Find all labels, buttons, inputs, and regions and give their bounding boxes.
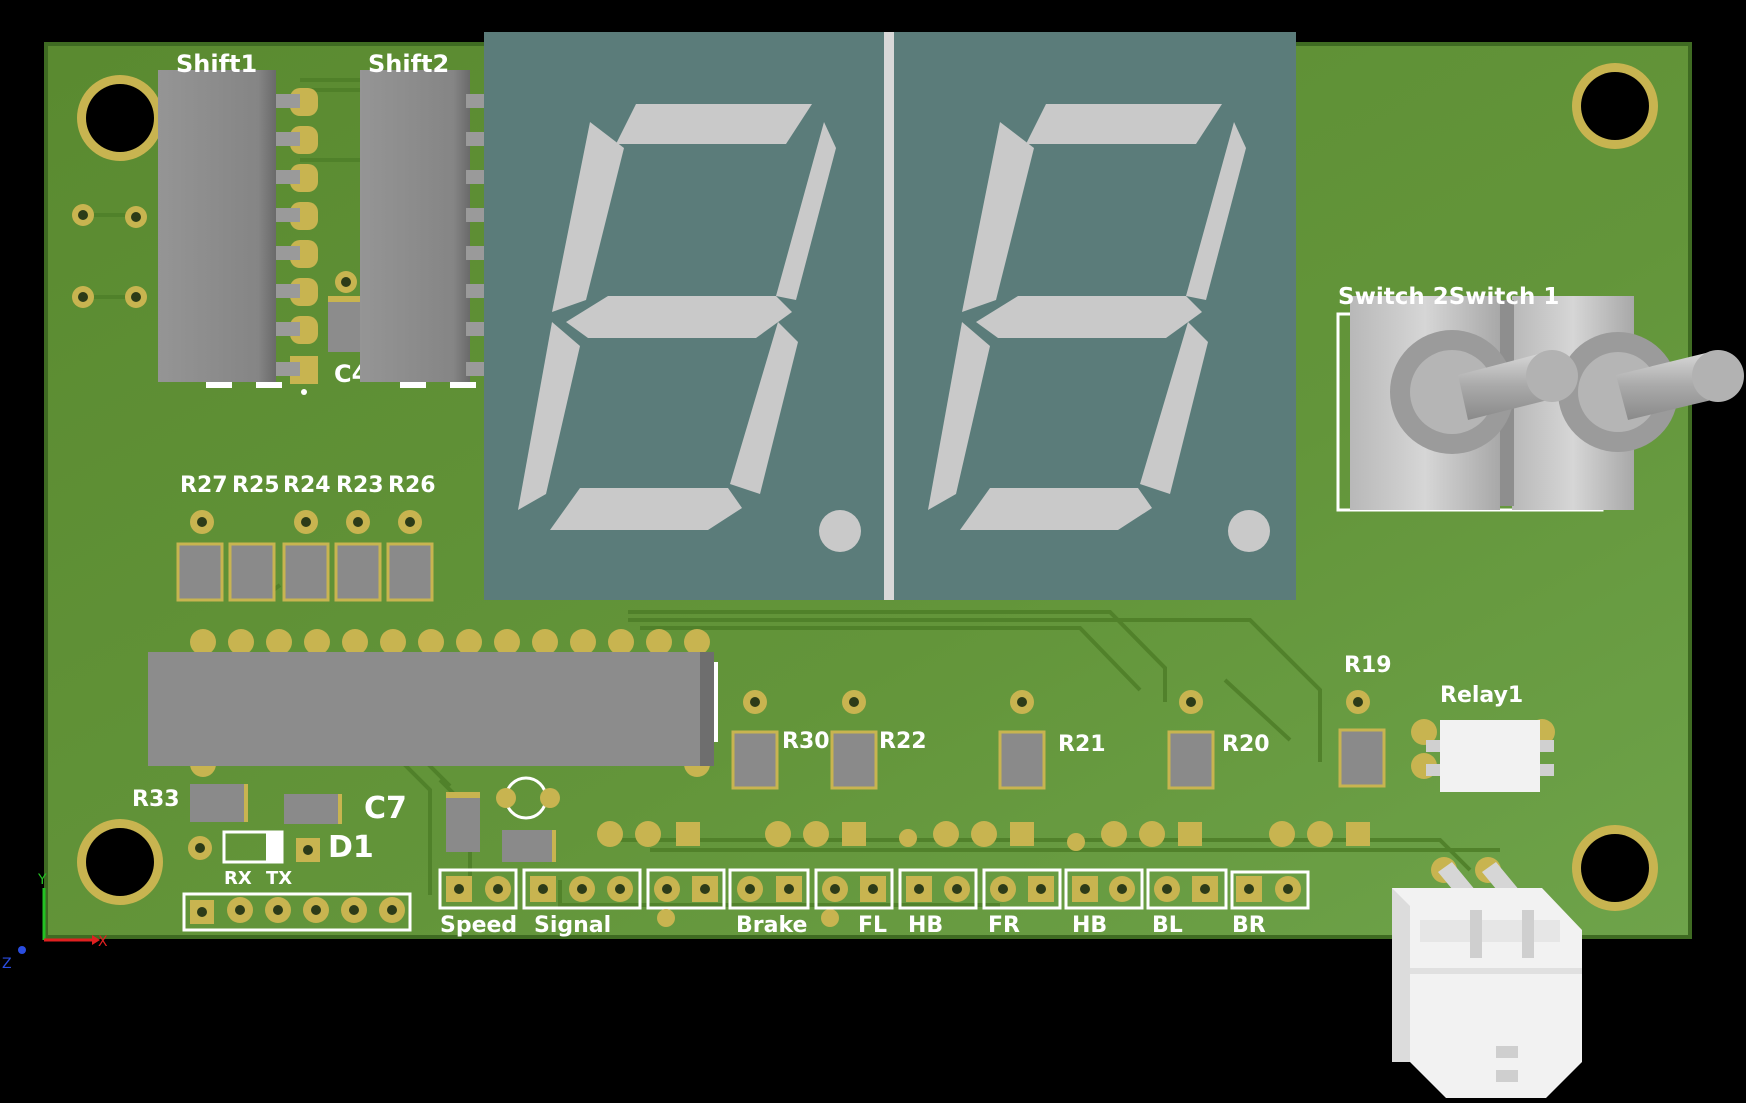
fl-label: FL [858, 913, 887, 938]
digit-1-segments [518, 104, 861, 552]
signal-label: Signal [534, 913, 611, 938]
switch-labels: Switch 2Switch 1 [1338, 284, 1559, 310]
r27-label: R27 [180, 473, 228, 498]
r22-label: R22 [879, 729, 927, 754]
connector-brake-a[interactable] [646, 868, 726, 927]
connector-hb-1[interactable]: HB [898, 868, 978, 938]
transistor[interactable] [446, 776, 560, 862]
r26-label: R26 [388, 473, 436, 498]
connector-speed[interactable]: Speed [438, 868, 518, 938]
axis-z-label: Z [2, 956, 12, 972]
resistor-r23[interactable] [334, 510, 382, 602]
brake-label: Brake [736, 913, 807, 938]
pad-row [597, 821, 1370, 851]
connector-br[interactable]: BR [1230, 870, 1310, 938]
r25-label: R25 [232, 473, 280, 498]
resistor-r24[interactable] [282, 510, 330, 602]
hb2-label: HB [1072, 913, 1107, 938]
capacitor-c7[interactable]: C7 [284, 791, 407, 826]
connector-hb-2[interactable]: HB [1064, 868, 1144, 938]
br-label: BR [1232, 913, 1266, 938]
rx-label: RX [224, 868, 252, 889]
r30-label: R30 [782, 729, 830, 754]
axis-y-label: Y [37, 872, 47, 888]
connector-bl[interactable]: BL [1146, 868, 1228, 938]
connector-brake-b[interactable]: Brake [728, 868, 839, 938]
relay-icon[interactable]: Relay1 [1411, 683, 1555, 792]
connector-icon[interactable] [1392, 857, 1582, 1098]
speed-label: Speed [440, 913, 517, 938]
toggle-switch-icon[interactable]: Switch 2Switch 1 [1336, 284, 1744, 512]
hb1-label: HB [908, 913, 943, 938]
serial-header[interactable] [182, 892, 412, 932]
mounting-hole-icon [77, 75, 163, 161]
seven-segment-display-icon[interactable] [484, 32, 1296, 600]
axis-x-label: X [98, 934, 108, 950]
resistor-r26[interactable] [386, 510, 434, 602]
shift2-label: Shift2 [368, 50, 449, 78]
shift1-chip[interactable]: Shift1 [158, 50, 318, 395]
r19-label: R19 [1344, 653, 1392, 678]
r21-label: R21 [1058, 732, 1106, 757]
connector-signal[interactable]: Signal [522, 868, 642, 938]
resistor-r21[interactable]: R21 [998, 690, 1106, 790]
c7-label: C7 [364, 791, 407, 826]
microcontroller-module[interactable] [148, 629, 718, 777]
r20-label: R20 [1222, 732, 1270, 757]
relay1-label: Relay1 [1440, 683, 1523, 708]
digit-2-segments [928, 104, 1270, 552]
mounting-hole-icon [1572, 825, 1658, 911]
fr-label: FR [988, 913, 1020, 938]
resistor-r22[interactable]: R22 [830, 690, 927, 790]
diode-d1[interactable]: D1 RX TX [188, 830, 374, 889]
mounting-hole-icon [1572, 63, 1658, 149]
axis-indicator-icon: Y X Z [2, 872, 108, 972]
tx-label: TX [266, 868, 292, 889]
shift2-chip[interactable]: Shift2 [360, 50, 486, 388]
resistor-r25[interactable] [228, 542, 276, 602]
resistor-r33[interactable]: R33 [132, 784, 248, 822]
shift1-label: Shift1 [176, 50, 257, 78]
mounting-hole-icon [77, 819, 163, 905]
resistor-r20[interactable]: R20 [1167, 690, 1270, 790]
resistor-r30[interactable]: R30 [731, 690, 830, 790]
connector-fr[interactable]: FR [982, 868, 1062, 938]
resistor-labels-top: R27 R25 R24 R23 R26 [180, 473, 436, 498]
connector-fl[interactable]: FL [814, 868, 894, 938]
d1-label: D1 [328, 830, 374, 865]
resistor-r19[interactable]: R19 [1338, 653, 1392, 788]
r33-label: R33 [132, 787, 180, 812]
r24-label: R24 [283, 473, 331, 498]
bl-label: BL [1152, 913, 1183, 938]
resistor-r27[interactable] [176, 510, 224, 602]
r23-label: R23 [336, 473, 384, 498]
left-test-pads [72, 204, 357, 308]
